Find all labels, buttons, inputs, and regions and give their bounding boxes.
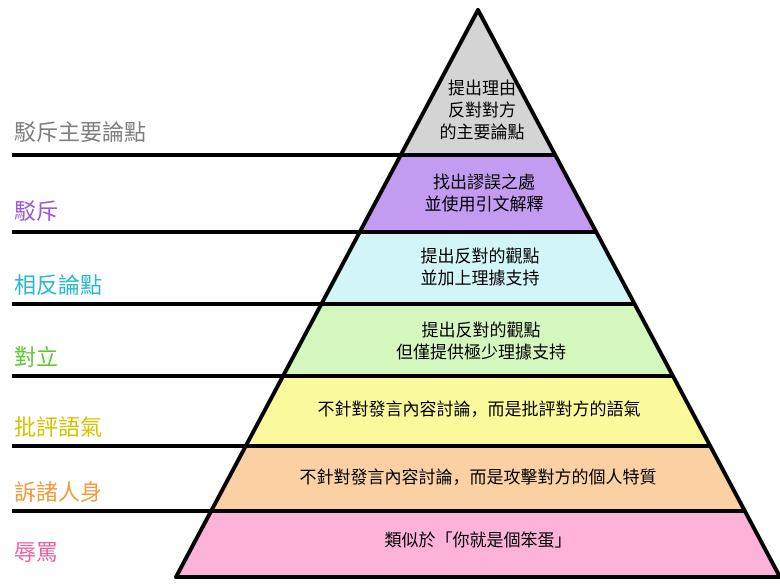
level-description-refutation: 找出謬誤之處 並使用引文解釋 [425,172,544,216]
description-line: 並加上理據支持 [420,269,540,289]
level-description-counterargument: 提出反對的觀點 並加上理據支持 [421,246,540,290]
description-line: 提出理由 [448,79,516,99]
pyramid-band-responding-to-tone [245,376,711,446]
description-line: 並使用引文解釋 [424,195,544,215]
level-description-refuting-central-point: 提出理由 反對對方 的主要論點 [440,78,525,144]
pyramid-band-ad-hominem [211,446,745,511]
level-description-contradiction: 提出反對的觀點 但僅提供極少理據支持 [396,320,566,364]
description-line: 不針對發言內容討論，而是攻擊對方的個人特質 [299,468,657,488]
description-line: 找出謬誤之處 [433,173,535,193]
description-line: 類似於「你就是個笨蛋」 [384,531,572,551]
level-description-responding-to-tone: 不針對發言內容討論，而是批評對方的語氣 [318,399,641,421]
level-label-name-calling: 辱罵 [14,541,59,566]
pyramid-band-counterargument [321,232,635,304]
description-line: 的主要論點 [439,123,525,143]
pyramid-band-refutation [359,155,597,232]
description-line: 提出反對的觀點 [421,321,541,341]
pyramid-band-refuting-central-point [400,10,556,155]
level-label-refuting-central-point: 駁斥主要論點 [14,121,147,146]
pyramid-outline [174,8,780,579]
level-description-ad-hominem: 不針對發言內容討論，而是攻擊對方的個人特質 [300,467,657,489]
level-label-refutation: 駁斥 [14,200,59,225]
level-description-name-calling: 類似於「你就是個笨蛋」 [385,530,572,552]
pyramid-band-contradiction [283,304,673,376]
level-label-contradiction: 對立 [14,346,59,371]
level-label-responding-to-tone: 批評語氣 [14,416,103,441]
pyramid-band-name-calling [176,511,780,577]
level-label-ad-hominem: 訴諸人身 [14,481,103,506]
description-line: 但僅提供極少理據支持 [396,343,566,363]
description-line: 反對對方 [448,101,516,121]
description-line: 不針對發言內容討論，而是批評對方的語氣 [317,400,641,420]
description-line: 提出反對的觀點 [420,247,540,267]
level-label-counterargument: 相反論點 [14,274,103,299]
